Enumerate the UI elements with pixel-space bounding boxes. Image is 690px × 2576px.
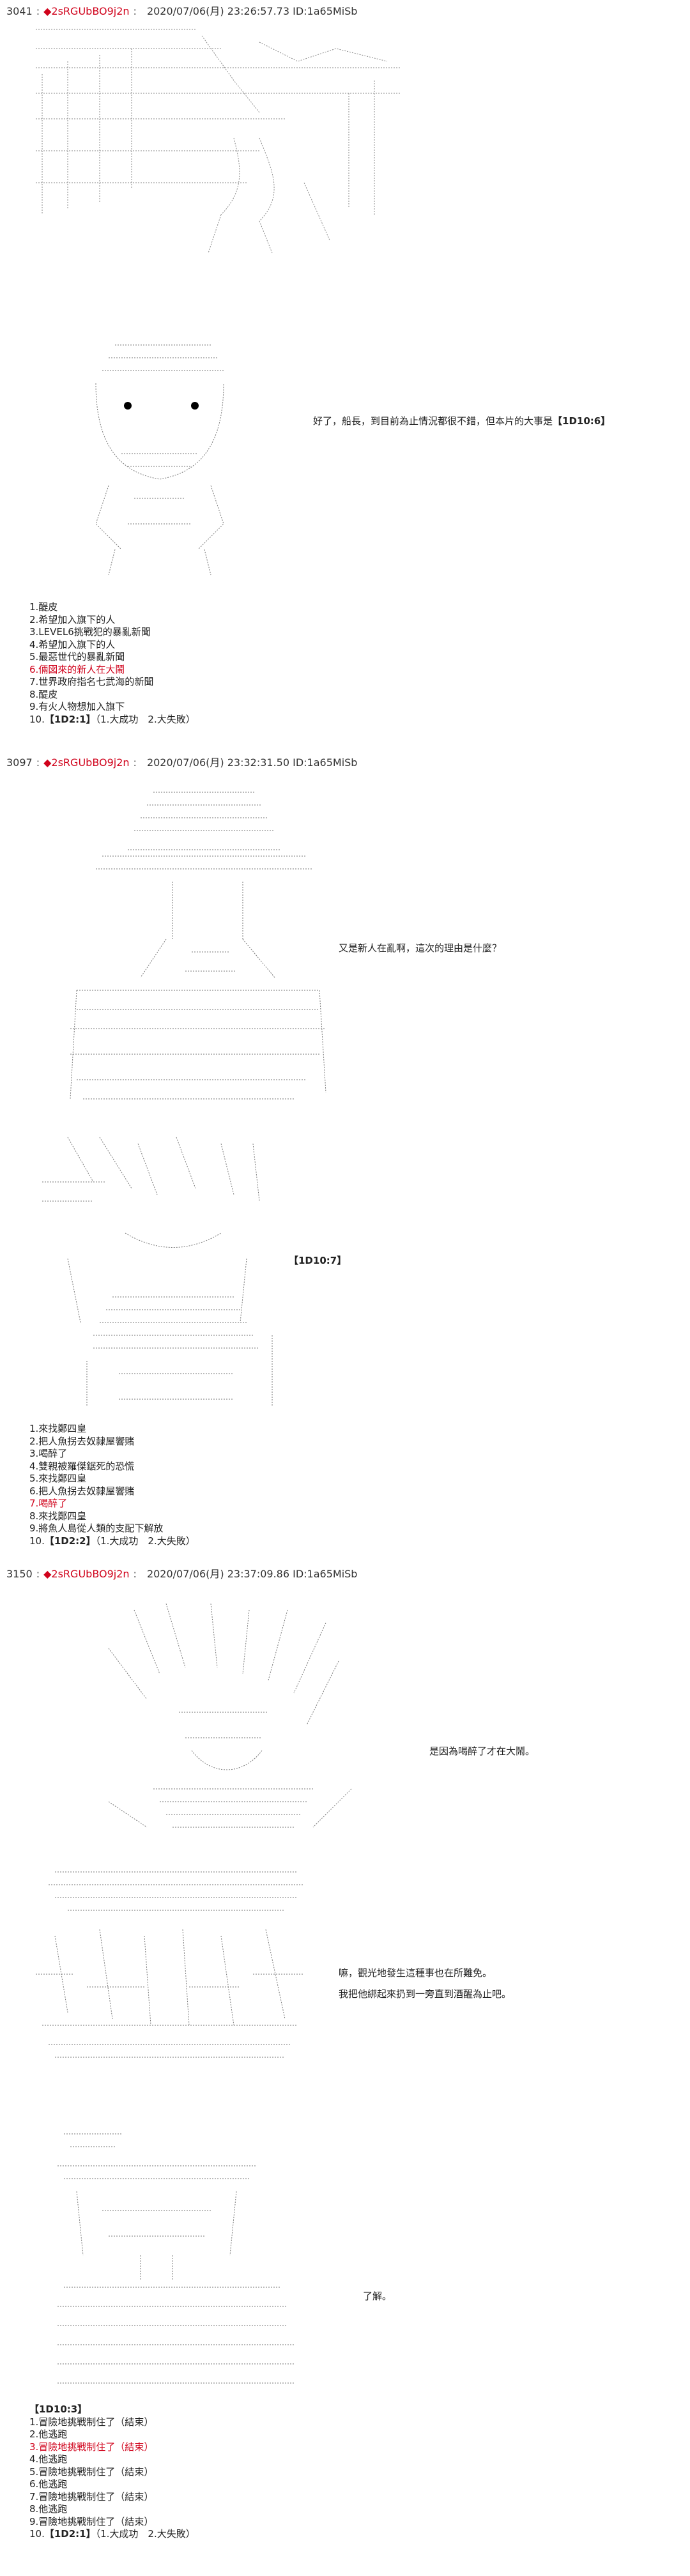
dice-roll-line: 10.【1D2:2】（1.大成功 2.大失敗） [29,1535,195,1548]
ascii-art-shape [57,2133,294,2384]
dice-result: 【1D2:1】 [44,713,96,725]
choice-item: 4.希望加入旗下的人 [29,638,116,650]
choice-item: 8.他逃跑 [29,2503,68,2515]
choice-item: 2.把人魚拐去奴隸屋響賭 [29,1435,135,1447]
choice-item: 9.冒險地挑戰制住了（結束） [29,2515,154,2527]
post-header: 3150:◆2sRGUbBO9j2n:2020/07/06(月) 23:37:0… [6,1568,358,1580]
dice-result-header: 【1D10:3】 [29,2404,88,2415]
choice-item-highlighted: 6.倆図來的新人在大鬧 [29,663,125,675]
dialogue-line: 【1D10:7】 [289,1254,346,1267]
post-number: 3097 [6,756,33,769]
dialogue-text: 又是新人在亂啊，這次的理由是什麼？ [339,942,502,954]
ascii-art-spiky-hair-figure [70,1597,377,1840]
dialogue-line: 了解。 [363,2289,392,2303]
dice-line-prefix: 10. [29,2528,45,2540]
dialogue-line: 又是新人在亂啊，這次的理由是什麼？ [339,941,502,954]
choice-item: 8.醍皮 [29,688,58,700]
dialogue-line: 是因為喝醉了才在大鬧。 [429,1744,535,1758]
post-header: 3097:◆2sRGUbBO9j2n:2020/07/06(月) 23:32:3… [6,756,358,769]
dice-outcome-legend: （1.大成功 2.大失敗） [95,2528,195,2540]
dice-result: 【1D2:1】 [44,2528,96,2540]
ascii-art-crowd-scene [29,1859,310,2064]
dice-outcome-legend: （1.大成功 2.大失敗） [95,713,195,725]
choice-item: 2.希望加入旗下的人 [29,613,116,625]
choice-item: 6.他逃跑 [29,2478,68,2490]
choice-item: 3.喝醉了 [29,1448,68,1459]
author-trip[interactable]: ◆2sRGUbBO9j2n [43,5,130,17]
dialogue-text: 是因為喝醉了才在大鬧。 [429,1745,535,1757]
post-datetime: 2020/07/06(月) 23:26:57.73 ID:1a65MiSb [146,5,358,17]
dice-result: 【1D10:6】 [553,415,611,427]
dialogue-text: 嘛，觀光地發生這種事也在所難免。 [339,1967,493,1979]
dialogue-text: 我把他綁起來扔到一旁直到酒醒為止吧。 [339,1988,512,2000]
ascii-art-shape [36,1871,304,2058]
choice-item: 9.有火人物想加入旗下 [29,701,125,712]
ascii-art-shape [95,344,224,576]
post-header: 3041:◆2sRGUbBO9j2n:2020/07/06(月) 23:26:5… [6,5,358,17]
ascii-art-captain-agree [45,2115,313,2389]
ascii-art-captain [70,332,249,588]
post-datetime: 2020/07/06(月) 23:32:31.50 ID:1a65MiSb [146,756,358,769]
dice-result: 【1D10:7】 [289,1255,347,1266]
dialogue-line: 嘛，觀光地發生這種事也在所難免。 [339,1966,492,1979]
choice-list: 【1D10:3】 1.冒險地挑戰制住了（結束） 2.他逃跑 3.冒險地挑戰制住了… [29,2404,195,2541]
choice-list: 1.來找鄭四皇 2.把人魚拐去奴隸屋響賭 3.喝醉了 4.雙親被羅傑鋸死的恐慌 … [29,1423,195,1547]
choice-item: 5.最惡世代的暴亂新聞 [29,651,125,663]
author-trip[interactable]: ◆2sRGUbBO9j2n [43,756,130,769]
dice-roll-line: 10.【1D2:1】（1.大成功 2.大失敗） [29,2528,195,2541]
choice-item: 2.他逃跑 [29,2428,68,2440]
dialogue-text: 了解。 [363,2290,392,2302]
post-number: 3150 [6,1568,33,1580]
ascii-art-shape [70,792,326,1100]
choice-item: 3.LEVEL6挑戰犯的暴亂新聞 [29,626,151,638]
choice-item-highlighted: 7.喝醉了 [29,1498,68,1509]
choice-item: 4.他逃跑 [29,2453,68,2465]
choice-item: 7.冒險地挑戰制住了（結束） [29,2490,154,2503]
dialogue-line: 好了，船長，到目前為止情況都很不錯，但本片的大事是【1D10:6】 [313,414,610,427]
dice-result: 【1D2:2】 [44,1535,96,1547]
dice-line-prefix: 10. [29,713,45,725]
dice-line-prefix: 10. [29,1535,45,1547]
choice-item: 9.將魚人島從人類的支配下解放 [29,1522,164,1534]
dice-roll-line: 10.【1D2:1】（1.大成功 2.大失敗） [29,714,195,726]
ascii-art-street-scene [29,23,406,259]
choice-item: 1.來找鄭四皇 [29,1423,87,1434]
ascii-art-shape [42,1137,273,1406]
choice-item: 1.醍皮 [29,601,58,613]
dialogue-text: 好了，船長，到目前為止情況都很不錯，但本片的大事是 [313,415,553,427]
choice-item: 5.來找鄭四皇 [29,1473,87,1484]
choice-list: 1.醍皮 2.希望加入旗下的人 3.LEVEL6挑戰犯的暴亂新聞 4.希望加入旗… [29,601,195,726]
choice-item: 5.冒險地挑戰制住了（結束） [29,2465,154,2478]
choice-item: 7.世界政府指名七武海的新聞 [29,676,154,687]
dice-outcome-legend: （1.大成功 2.大失敗） [95,1535,195,1547]
author-trip[interactable]: ◆2sRGUbBO9j2n [43,1568,130,1580]
post-datetime: 2020/07/06(月) 23:37:09.86 ID:1a65MiSb [146,1568,358,1580]
ascii-art-shape [108,1603,352,1828]
ascii-art-shape [36,29,400,254]
choice-item: 4.雙親被羅傑鋸死的恐慌 [29,1460,135,1472]
post-number: 3041 [6,5,33,17]
ascii-art-hat-figure [64,786,332,1105]
choice-item: 1.冒險地挑戰制住了（結束） [29,2416,154,2428]
choice-item: 6.把人魚拐去奴隸屋響賭 [29,1485,135,1497]
choice-item: 8.來找鄭四皇 [29,1510,87,1522]
dialogue-line: 我把他綁起來扔到一旁直到酒醒為止吧。 [339,1987,511,2000]
ascii-art-drunk-figure [29,1131,298,1412]
choice-item-highlighted: 3.冒險地挑戰制住了（結束） [29,2441,154,2453]
